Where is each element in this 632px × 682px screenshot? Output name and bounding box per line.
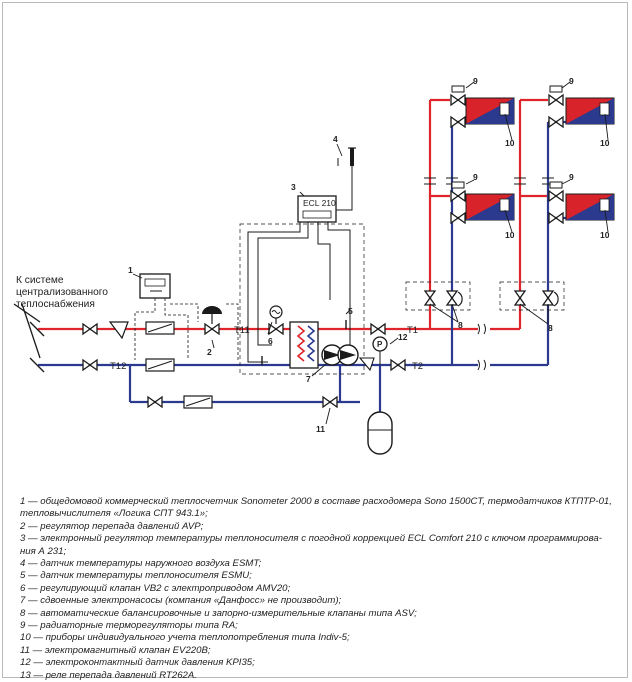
num-10-a: 10 bbox=[505, 138, 515, 148]
meter-signal-lines bbox=[134, 298, 199, 360]
source-label-line3: теплоснабжения bbox=[16, 298, 95, 310]
supply-shutoff-valve bbox=[370, 323, 386, 335]
legend: 1 — общедомовой коммерческий теплосчетчи… bbox=[20, 496, 612, 682]
legend-line: 2 — регулятор перепада давлений AVP; bbox=[20, 520, 204, 532]
expansion-tank bbox=[367, 411, 393, 455]
num-12: 12 bbox=[398, 332, 408, 342]
inlet-supply-valve bbox=[82, 323, 98, 335]
asv-leaders bbox=[429, 303, 549, 325]
inlet-return-valve bbox=[82, 359, 98, 371]
source-label-line2: централизованного bbox=[16, 287, 108, 298]
ecl-label: ECL 210 bbox=[303, 198, 336, 208]
inlet-marks bbox=[13, 303, 45, 373]
legend-line: 8 — автоматические балансировочные и зап… bbox=[20, 607, 417, 619]
num-4: 4 bbox=[333, 134, 338, 144]
legend-line: 7 — сдвоенные электронасосы (компания «Д… bbox=[20, 595, 342, 607]
solenoid-valve-11 bbox=[322, 396, 338, 408]
legend-line: 3 — электронный регулятор температуры те… bbox=[20, 533, 602, 545]
num-6: 6 bbox=[268, 336, 273, 346]
heating-scheme-diagram: К системе централизованного теплоснабжен… bbox=[13, 76, 615, 455]
legend-line: 1 — общедомовой коммерческий теплосчетчи… bbox=[20, 496, 612, 507]
controller-wiring bbox=[247, 165, 353, 363]
asv-valves-left bbox=[405, 281, 471, 311]
controlled-zone bbox=[239, 223, 365, 375]
legend-line: 6 — регулирующий клапан VB2 с электропри… bbox=[20, 582, 291, 594]
num-11: 11 bbox=[316, 424, 325, 434]
legend-line: 12 — электроконтактный датчик давления K… bbox=[20, 657, 255, 669]
legend-line: тепловычислителя «Логика СПТ 943.1»; bbox=[20, 508, 208, 520]
avp-regulator-2 bbox=[202, 303, 239, 360]
bypass-valve bbox=[147, 396, 163, 408]
num-1: 1 bbox=[128, 265, 133, 275]
t12-label: T12 bbox=[110, 361, 126, 372]
pressure-p-label: P bbox=[377, 340, 383, 349]
radiator-lower-left bbox=[450, 181, 515, 224]
num-9-b: 9 bbox=[473, 172, 478, 182]
ecl-controller-3 bbox=[297, 195, 337, 223]
heat-meter-1 bbox=[139, 273, 171, 299]
num-10-c: 10 bbox=[600, 138, 610, 148]
num-3: 3 bbox=[291, 182, 296, 192]
heat-exchanger bbox=[289, 321, 319, 369]
strainer-icon bbox=[108, 321, 129, 340]
legend-line: 9 — радиаторные терморегуляторы типа RA; bbox=[20, 620, 238, 632]
source-label-line1: К системе bbox=[16, 275, 64, 286]
t1-label: T1 bbox=[407, 325, 418, 336]
radiator-upper-right bbox=[548, 85, 615, 128]
legend-line: ния А 231; bbox=[20, 545, 67, 557]
num-2: 2 bbox=[207, 347, 212, 357]
return-strainer-icon bbox=[358, 357, 375, 372]
outdoor-sensor-4 bbox=[337, 147, 356, 166]
radiator-upper-left bbox=[450, 85, 515, 128]
num-8-right: 8 bbox=[548, 323, 553, 333]
num-9-c: 9 bbox=[569, 76, 574, 86]
legend-line: 11 — электромагнитный клапан EV220B; bbox=[20, 644, 211, 656]
t11-label: T11 bbox=[234, 325, 250, 336]
number-leaders bbox=[132, 143, 399, 425]
num-9-a: 9 bbox=[473, 76, 478, 86]
twin-pumps-7 bbox=[321, 344, 359, 366]
num-8-left: 8 bbox=[458, 320, 463, 330]
legend-line: 4 — датчик температуры наружного воздуха… bbox=[20, 558, 262, 570]
num-7: 7 bbox=[306, 374, 311, 384]
control-valve-6 bbox=[268, 305, 284, 335]
t2-label: T2 bbox=[412, 361, 423, 372]
num-10-d: 10 bbox=[600, 230, 610, 240]
num-9-d: 9 bbox=[569, 172, 574, 182]
radiator-leaders bbox=[465, 81, 609, 233]
legend-line: 5 — датчик температуры теплоносителя ESM… bbox=[20, 570, 252, 582]
num-5: 5 bbox=[348, 306, 353, 316]
pressure-switch-12 bbox=[372, 336, 388, 365]
pipe-break-marks bbox=[424, 177, 554, 371]
radiator-lower-right bbox=[548, 181, 615, 224]
num-10-b: 10 bbox=[505, 230, 515, 240]
asv-valves-right bbox=[499, 281, 565, 311]
legend-line: 10 — приборы индивидуального учета тепло… bbox=[20, 632, 350, 644]
legend-line: 13 — реле перепада давлений RT262A. bbox=[20, 669, 197, 681]
return-shutoff-valve bbox=[390, 359, 406, 371]
